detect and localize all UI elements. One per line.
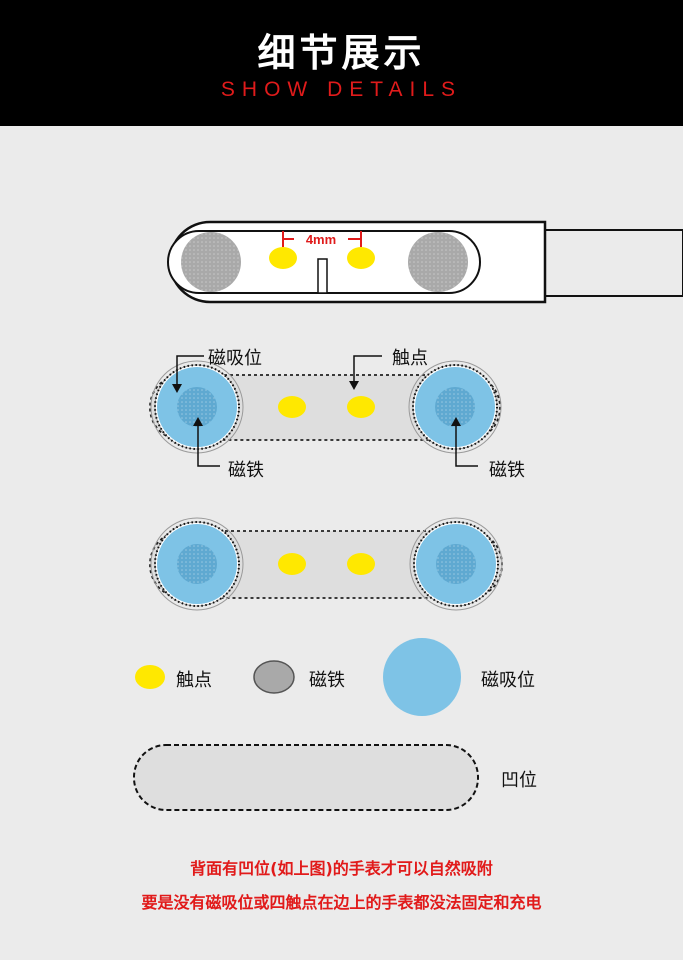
- note-line-2: 要是没有磁吸位或四触点在边上的手表都没法固定和充电: [141, 893, 542, 912]
- magnet-ring-left: [150, 360, 244, 454]
- watch-back-annotated: [149, 355, 502, 467]
- contact-right-2: [347, 553, 375, 575]
- legend-contact-swatch: [135, 665, 165, 689]
- legend-magnet-zone-swatch: [383, 638, 461, 716]
- callout-line-magnet-left: [197, 420, 220, 467]
- callout-contact: 触点: [392, 348, 428, 369]
- callout-magnet-left: 磁铁: [228, 460, 264, 481]
- page-title: 细节展示: [257, 31, 426, 75]
- charger-slot: [317, 258, 328, 294]
- magnet-ring-right: [408, 360, 502, 454]
- charger-contact-left: [269, 247, 297, 269]
- note-line-1: 背面有凹位(如上图)的手表才可以自然吸附: [190, 859, 493, 878]
- legend-recess-swatch: [133, 744, 479, 811]
- charger-cable: [519, 229, 683, 297]
- header-banner: 细节展示 SHOW DETAILS: [0, 0, 683, 126]
- page-subtitle: SHOW DETAILS: [220, 78, 463, 101]
- callout-magnet-right: 磁铁: [489, 460, 525, 481]
- contact-right: [347, 396, 375, 418]
- dimension-marker: 4mm: [282, 231, 362, 247]
- callout-magnet-zone: 磁吸位: [208, 348, 262, 369]
- charger-contact-right: [347, 247, 375, 269]
- watch-back-plain: [149, 517, 503, 611]
- callout-line-magnet-zone: [176, 355, 204, 388]
- dimension-label: 4mm: [306, 232, 336, 247]
- charger-head: 4mm: [167, 220, 683, 304]
- legend-magnet-label: 磁铁: [309, 670, 345, 691]
- legend-magnet-swatch: [253, 660, 295, 694]
- callout-line-magnet-right: [455, 420, 478, 467]
- callout-line-contact: [353, 355, 382, 385]
- contact-left: [278, 396, 306, 418]
- contact-left-2: [278, 553, 306, 575]
- legend-recess-label: 凹位: [501, 770, 537, 791]
- legend-contact-label: 触点: [176, 670, 212, 691]
- legend-magnet-zone-label: 磁吸位: [481, 670, 535, 691]
